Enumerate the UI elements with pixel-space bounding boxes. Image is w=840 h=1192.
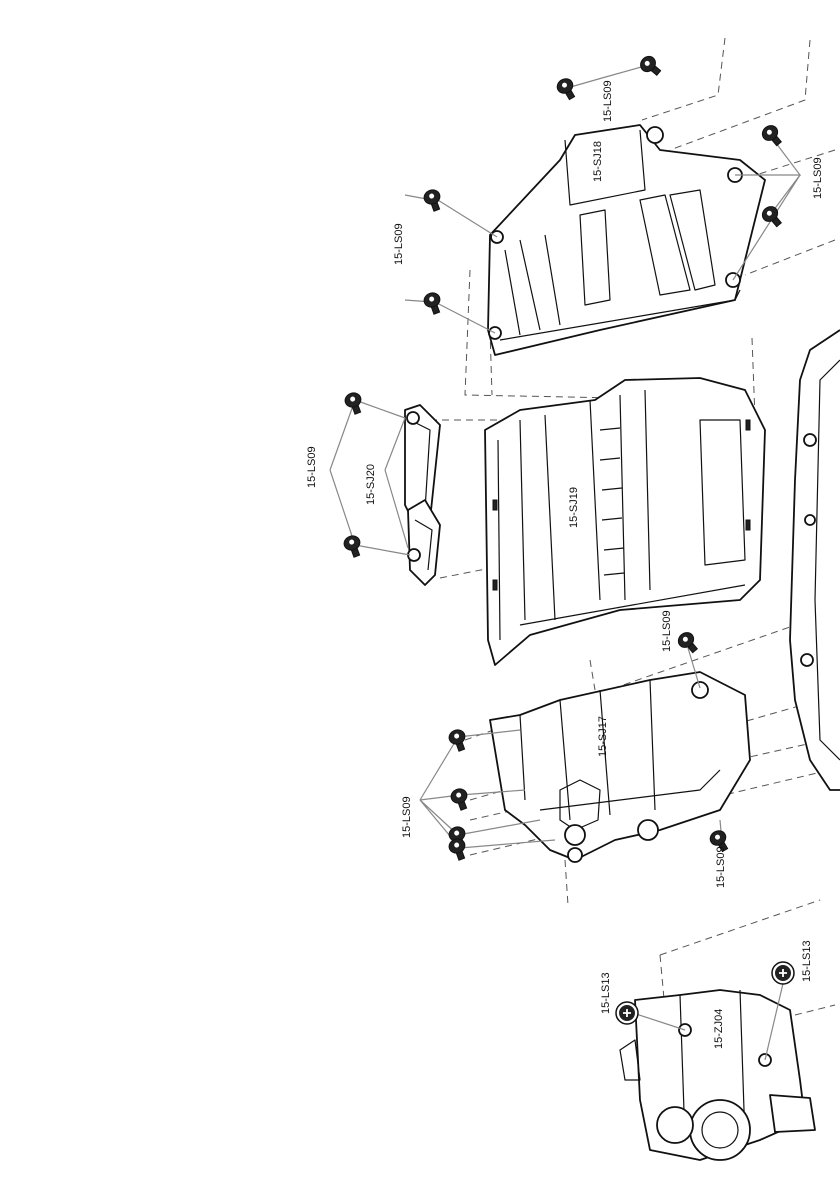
label-zj04: 15-ZJ04: [713, 1009, 725, 1049]
hex-socket-screw-icon: [675, 629, 701, 655]
label-ls09-top: 15-LS09: [602, 80, 614, 122]
label-ls09-left: 15-LS09: [306, 446, 318, 488]
label-sj18: 15-SJ18: [592, 141, 604, 182]
hex-socket-screw-icon: [422, 188, 444, 213]
label-sj20: 15-SJ20: [365, 464, 377, 505]
part-mid-cover: [485, 378, 765, 665]
part-side-clips: [405, 405, 440, 585]
part-lower-cover: [490, 672, 750, 862]
label-ls09-topleft: 15-LS09: [393, 223, 405, 265]
hex-socket-screw-icon: [447, 837, 469, 862]
phillips-screw-icon: [616, 1002, 638, 1024]
phillips-screw-icon: [772, 962, 794, 984]
hex-socket-screw-icon: [449, 787, 471, 812]
label-sj17: 15-SJ17: [597, 716, 609, 757]
hex-socket-screw-icon: [759, 122, 785, 148]
label-sj19: 15-SJ19: [568, 487, 580, 528]
part-top-cover: [488, 125, 765, 355]
label-ls13-right: 15-LS13: [801, 940, 813, 982]
label-ls09-mid: 15-LS09: [661, 610, 673, 652]
label-ls09-lower: 15-LS09: [401, 796, 413, 838]
label-ls09-bottom: 15-LS09: [715, 846, 727, 888]
hex-socket-screw-icon: [422, 291, 444, 316]
label-ls09-right: 15-LS09: [812, 157, 824, 199]
part-main-chassis: [790, 330, 840, 790]
hex-socket-screw-icon: [555, 76, 579, 102]
hex-socket-screw-icon: [343, 391, 365, 416]
hex-socket-screw-icon: [759, 203, 785, 229]
hex-socket-screw-icon: [637, 53, 663, 79]
label-ls13-left: 15-LS13: [600, 972, 612, 1014]
